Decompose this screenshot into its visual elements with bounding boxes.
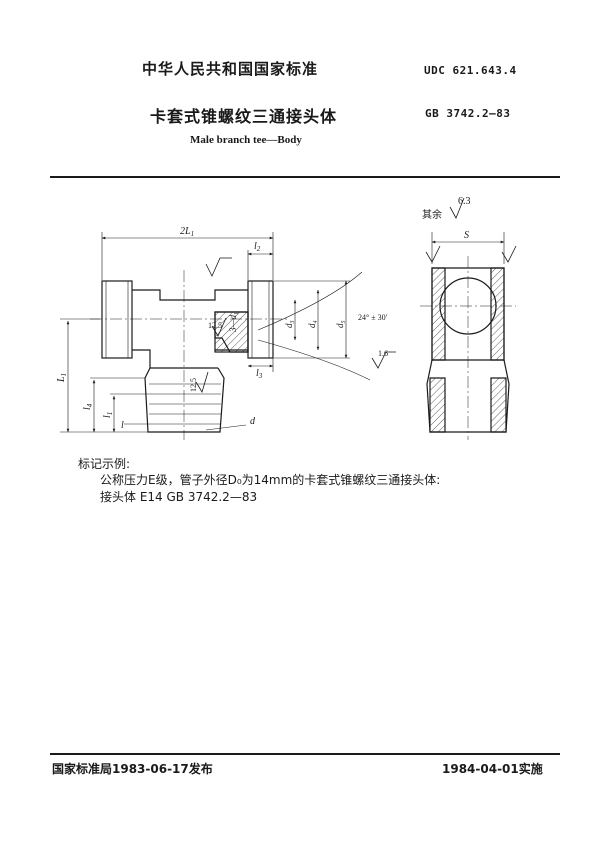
tee-side-view: [420, 232, 516, 440]
dim-l1: l1: [102, 412, 114, 418]
dim-l4: l4: [82, 403, 94, 410]
dim-angle: 24° ± 30′: [358, 313, 388, 322]
dim-d4: d4: [307, 321, 319, 329]
tee-front-view: [90, 270, 290, 440]
standard-number: GB 3742.2—83: [425, 107, 511, 120]
footer-divider: [50, 753, 560, 755]
marking-example-description: 公称压力E级，管子外径D₀为14mm的卡套式锥螺纹三通接头体:: [100, 473, 441, 487]
document-title-english: Male branch tee—Body: [190, 134, 302, 146]
issue-date: 国家标准局1983-06-17发布: [52, 762, 213, 776]
roughness-general-value: 6.3: [458, 196, 471, 207]
dim-s: S: [464, 230, 469, 241]
technical-drawing: 2L1 l2 l3 d 3—d1 d3 d4 d5 24° ± 30′ S L1…: [56, 196, 517, 440]
standard-heading: 中华人民共和国国家标准: [142, 60, 319, 78]
marking-example-designation: 接头体 E14 GB 3742.2—83: [100, 490, 258, 504]
document-title: 卡套式锥螺纹三通接头体: [150, 107, 338, 126]
roughness-1-6: 1.6: [378, 349, 388, 358]
dim-d5: d5: [335, 321, 347, 329]
header-divider: [50, 176, 560, 178]
dim-3-d1: 3—d1: [228, 312, 240, 333]
dim-l: l: [121, 420, 124, 431]
dim-l2: l2: [254, 241, 261, 253]
implementation-date: 1984-04-01实施: [442, 762, 543, 776]
roughness-12-5-b: 12.5: [189, 378, 198, 392]
dim-d: d: [250, 416, 256, 427]
dim-l3: l3: [256, 368, 263, 380]
dim-2l1: 2L1: [180, 226, 194, 238]
dim-big-l1: L1: [56, 373, 68, 383]
roughness-12-5-a: 12.5: [208, 321, 222, 330]
roughness-general-note: 其余: [422, 208, 442, 221]
marking-example-heading: 标记示例:: [78, 457, 131, 471]
udc-code: UDC 621.643.4: [424, 64, 517, 77]
dim-d3: d3: [284, 321, 296, 329]
